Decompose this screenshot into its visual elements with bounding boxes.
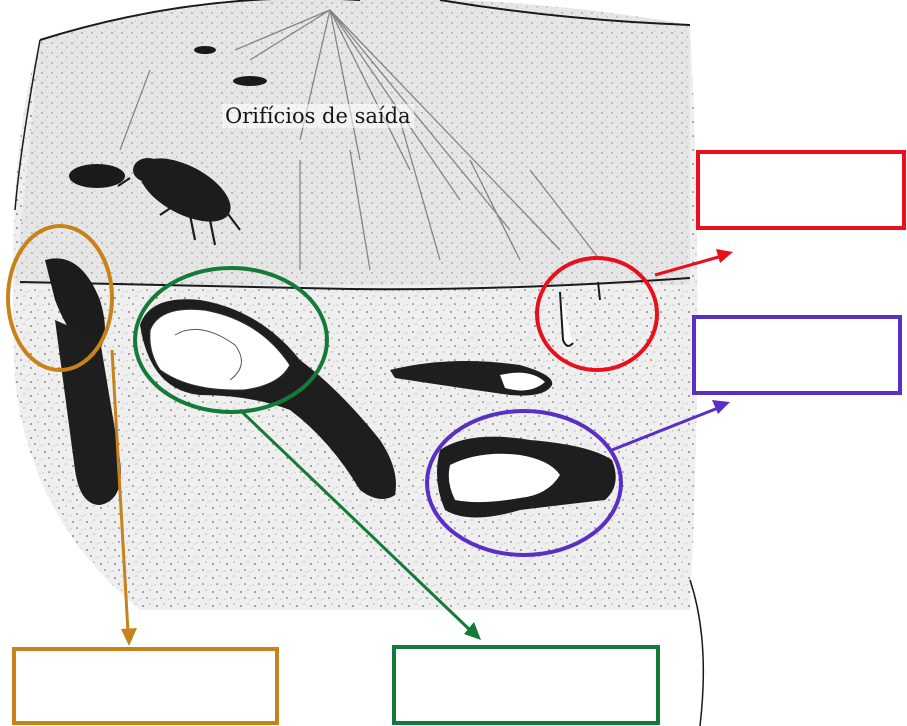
answer-box-red[interactable]	[696, 150, 906, 230]
exit-hole	[233, 76, 267, 86]
wood-block	[0, 0, 700, 620]
exit-holes-caption: Orifícios de saída	[222, 104, 414, 128]
answer-box-purple[interactable]	[692, 315, 902, 395]
answer-box-green[interactable]	[392, 645, 660, 725]
exit-hole	[69, 164, 125, 188]
answer-box-orange[interactable]	[12, 647, 279, 725]
exit-hole	[194, 46, 216, 54]
